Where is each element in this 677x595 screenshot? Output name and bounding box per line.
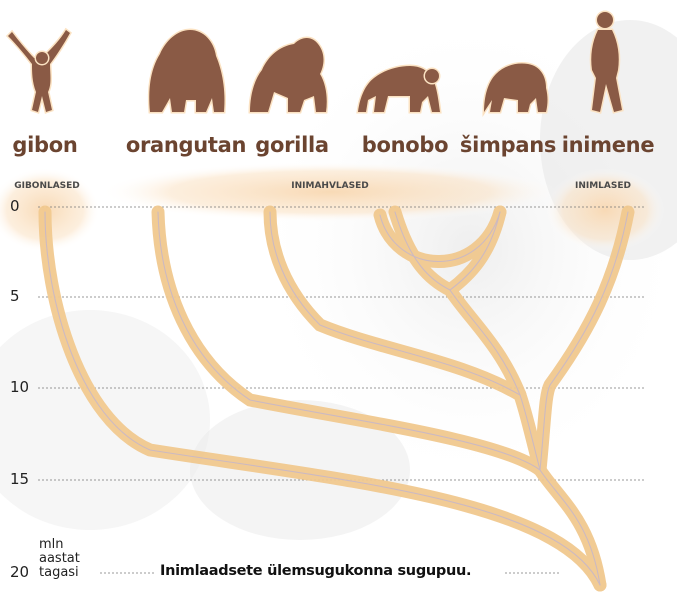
gorilla-silhouette-icon — [250, 38, 327, 112]
axis-tick-10: 10 — [10, 378, 29, 396]
group-label-humans: INIMLASED — [575, 181, 631, 191]
axis-unit-line-1: mln — [39, 538, 64, 552]
species-label-bonobo: bonobo — [362, 133, 449, 157]
group-label-gibbons: GIBONLASED — [14, 181, 80, 191]
group-label-great-apes: INIMAHVLASED — [291, 181, 368, 191]
axis-tick-5: 5 — [10, 287, 20, 305]
species-label-gibbon: gibon — [12, 133, 77, 157]
species-label-chimpanzee: šimpans — [460, 133, 556, 157]
axis-tick-20: 20 — [10, 563, 29, 581]
axis-tick-15: 15 — [10, 470, 29, 488]
axis-tick-0: 0 — [10, 197, 20, 215]
group-halo-great-apes — [100, 162, 560, 222]
species-label-gorilla: gorilla — [255, 133, 328, 157]
species-label-human: inimene — [562, 133, 655, 157]
gibbon-silhouette-icon — [8, 30, 70, 112]
species-label-orangutan: orangutan — [126, 133, 246, 157]
axis-unit-line-3: tagasi — [39, 566, 79, 580]
diagram-caption: Inimlaadsete ülemsugukonna sugupuu. — [160, 563, 471, 579]
axis-unit-line-2: aastat — [39, 552, 80, 566]
orangutan-silhouette-icon — [149, 30, 224, 112]
